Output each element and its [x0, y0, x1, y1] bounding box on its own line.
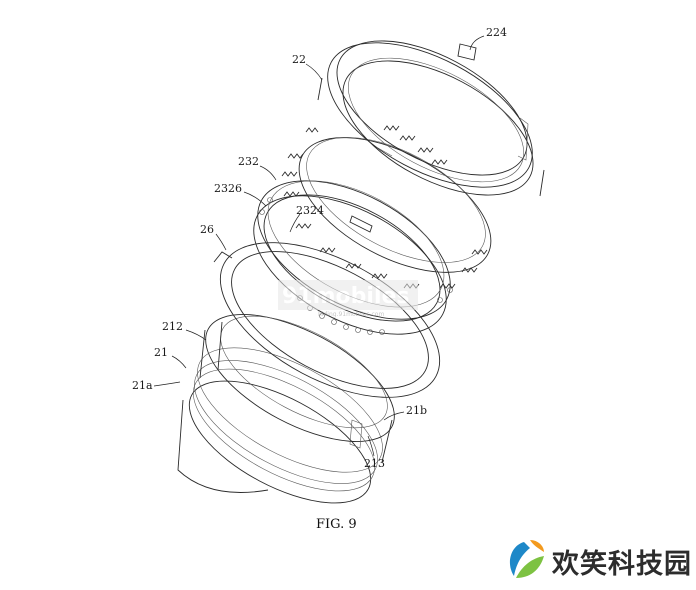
figure-caption: FIG. 9: [316, 517, 357, 532]
leader-lines: [153, 35, 485, 457]
watermark-sub: hiding.91mobiles.com: [318, 311, 384, 318]
spring-ring-232: [253, 153, 488, 335]
label-2324: 2324: [296, 204, 324, 217]
logo-emblem-icon: [509, 540, 544, 578]
label-213: 213: [364, 457, 385, 470]
label-224: 224: [486, 26, 507, 39]
top-cap-ring-22: [317, 40, 545, 197]
label-21: 21: [154, 346, 168, 359]
label-26: 26: [200, 223, 214, 236]
label-232: 232: [238, 155, 259, 168]
reference-labels: 224 22 232 2326 2324 26 212 21 21a 21b 2…: [132, 26, 507, 470]
logo-text: 欢笑科技园: [552, 549, 692, 580]
base-cylinder-21: [177, 314, 395, 504]
label-21a: 21a: [132, 379, 153, 392]
label-212: 212: [162, 320, 183, 333]
retaining-ring: [298, 125, 492, 273]
site-logo: 欢笑科技园: [500, 536, 692, 584]
ring-26: [213, 242, 441, 398]
watermark: 91mobiles hiding.91mobiles.com: [278, 280, 418, 318]
label-2326: 2326: [214, 182, 242, 195]
label-22: 22: [292, 53, 306, 66]
label-21b: 21b: [406, 404, 427, 417]
watermark-brand: 91mobiles: [282, 284, 410, 309]
